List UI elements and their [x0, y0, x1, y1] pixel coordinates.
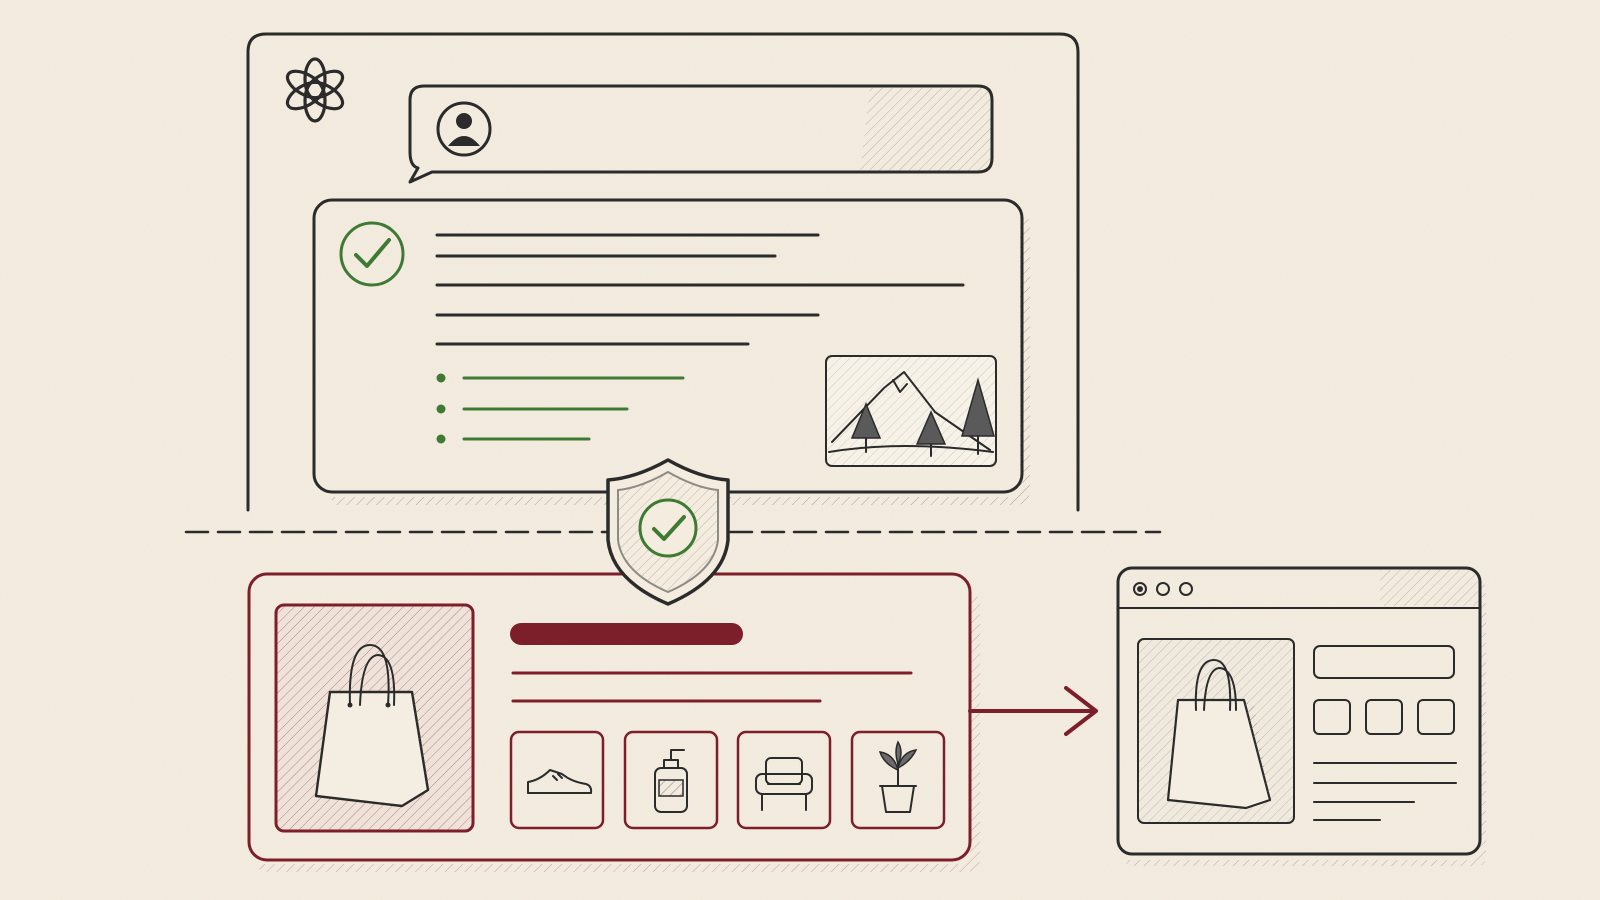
product-card	[247, 572, 980, 872]
browser-title-field	[1313, 645, 1455, 679]
product-thumbnail-plant[interactable]	[850, 730, 946, 830]
product-thumbnail-chair[interactable]	[736, 730, 832, 830]
browser-option-button[interactable]	[1417, 699, 1455, 735]
shopping-bag-icon	[1166, 659, 1272, 810]
chat-window	[246, 32, 1080, 512]
tree	[961, 377, 995, 455]
tree	[850, 402, 882, 453]
list-item	[436, 404, 629, 414]
product-thumbnail-shoe[interactable]	[509, 730, 605, 830]
window-controls[interactable]	[1133, 582, 1193, 596]
browser-product-details	[1313, 645, 1457, 821]
browser-product-image	[1137, 638, 1295, 824]
mountain-landscape-icon	[825, 355, 997, 467]
user-message-bubble	[408, 84, 994, 184]
arrow-right-icon	[968, 686, 1098, 736]
product-thumbnail-bottle[interactable]	[623, 730, 719, 830]
user-avatar-icon	[436, 101, 492, 157]
browser-option-button[interactable]	[1365, 699, 1403, 735]
tree	[915, 410, 947, 457]
list-item	[436, 434, 591, 444]
openai-logo-icon	[285, 57, 345, 123]
shopping-bag-icon	[274, 603, 475, 833]
list-item	[436, 373, 685, 383]
answer-text-lines	[435, 233, 965, 346]
pump-bottle-icon	[654, 749, 688, 813]
product-title-bar	[510, 623, 743, 645]
shield-check-icon	[606, 458, 730, 606]
browser-option-button[interactable]	[1313, 699, 1351, 735]
browser-window	[1116, 566, 1486, 866]
potted-plant-icon	[878, 740, 918, 813]
check-circle-icon	[339, 221, 405, 287]
armchair-icon	[755, 757, 813, 811]
answer-bullet-list	[436, 373, 685, 444]
shoe-icon	[527, 769, 593, 794]
